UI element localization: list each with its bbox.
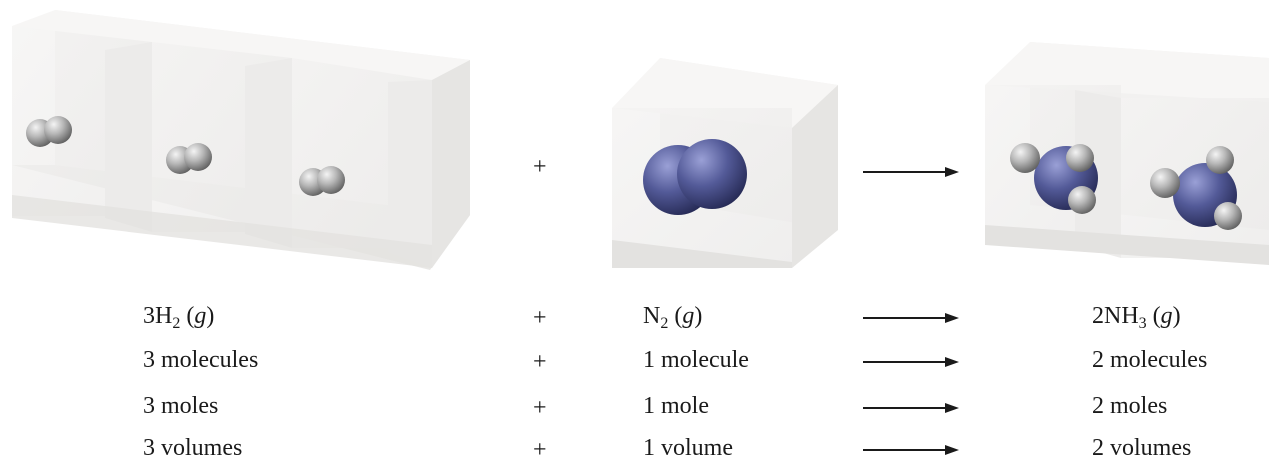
nh3-molecule-icon: [1150, 146, 1242, 230]
h2-quantity: 3 volumes: [143, 435, 243, 461]
nh3-quantity: 2 volumes: [1092, 435, 1192, 461]
plus-sign: +: [533, 437, 547, 461]
plus-sign: +: [533, 305, 547, 331]
reaction-arrow: [863, 449, 945, 451]
nh3-quantity: 2 moles: [1092, 393, 1168, 419]
h2-molecule-icon: [299, 166, 345, 196]
h2-quantity: 3 molecules: [143, 347, 259, 373]
n2-quantity: 1 mole: [643, 393, 709, 419]
plus-sign: +: [533, 349, 547, 375]
h2-molecule-icon: [166, 143, 212, 174]
reaction-arrow: [863, 171, 945, 173]
nh3-quantity: 2 molecules: [1092, 347, 1208, 373]
h2-molecule-icon: [26, 116, 72, 147]
h2-container-boxes: [12, 10, 470, 270]
reaction-arrow: [863, 317, 945, 319]
plus-sign: +: [533, 395, 547, 421]
n2-quantity: 1 volume: [643, 435, 733, 461]
nh3-formula: 2NH3 (g): [1092, 303, 1181, 332]
n2-quantity: 1 molecule: [643, 347, 749, 373]
n2-molecule-icon: [643, 139, 747, 215]
arrow-head-icon: [945, 357, 959, 367]
n2-formula: N2 (g): [643, 303, 703, 332]
arrow-head-icon: [945, 445, 959, 455]
arrow-head-icon: [945, 403, 959, 413]
plus-sign: +: [533, 154, 547, 180]
reaction-arrow: [863, 361, 945, 363]
reaction-arrow: [863, 407, 945, 409]
h2-quantity: 3 moles: [143, 393, 219, 419]
nh3-molecule-icon: [1010, 143, 1098, 214]
arrow-head-icon: [945, 313, 959, 323]
arrow-head-icon: [945, 167, 959, 177]
h2-formula: 3H2 (g): [143, 303, 215, 332]
